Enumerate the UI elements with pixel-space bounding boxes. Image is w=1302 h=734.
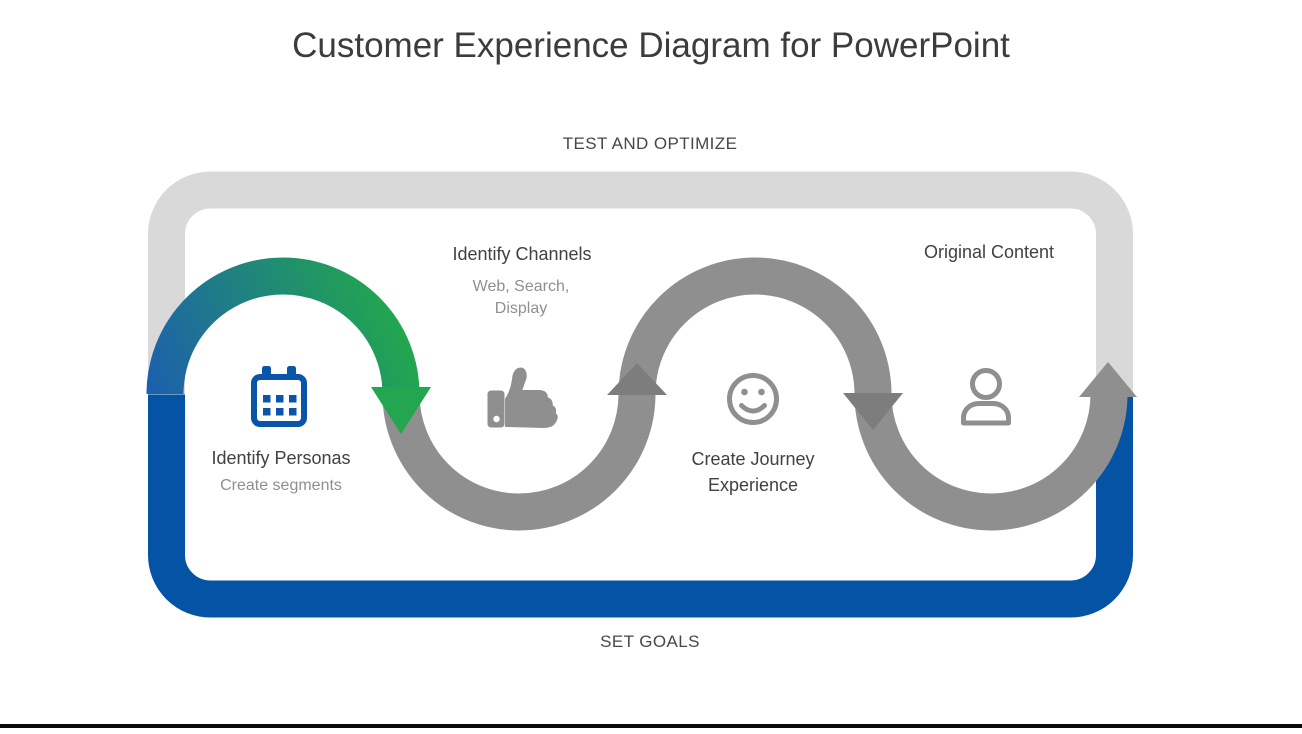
step-label-identify-personas: Identify Personas — [211, 448, 351, 468]
step-sub-identify-channels: Web, Search, Display — [473, 276, 570, 320]
window-bottom-border — [0, 724, 1302, 728]
step-sub-line-1: Web, Search, — [472, 278, 570, 295]
zone-label-bottom: SET GOALS — [600, 632, 700, 651]
smiley-icon — [727, 373, 779, 425]
serpentine-path — [382, 257, 1128, 531]
step-label-identify-channels: Identify Channels — [452, 244, 592, 264]
arrow-down-green-icon — [371, 387, 431, 434]
gradient-arc — [146, 257, 420, 395]
chevron-up-icon — [607, 363, 667, 395]
step-label-create-journey: Create Journey Experience — [691, 446, 814, 498]
page-title: Customer Experience Diagram for PowerPoi… — [292, 26, 1010, 65]
step-label-line-1: Create Journey — [691, 449, 815, 469]
thumbs-up-icon — [487, 367, 558, 428]
step-label-original-content: Original Content — [923, 242, 1055, 262]
zone-label-top: TEST AND OPTIMIZE — [562, 134, 738, 153]
person-icon — [961, 368, 1011, 426]
step-sub-identify-personas: Create segments — [220, 477, 342, 494]
chevron-down-icon — [843, 393, 903, 430]
calendar-icon — [251, 366, 307, 427]
step-label-line-2: Experience — [707, 475, 799, 495]
step-sub-line-2: Display — [494, 300, 548, 317]
arrow-up-end-icon — [1079, 362, 1137, 397]
